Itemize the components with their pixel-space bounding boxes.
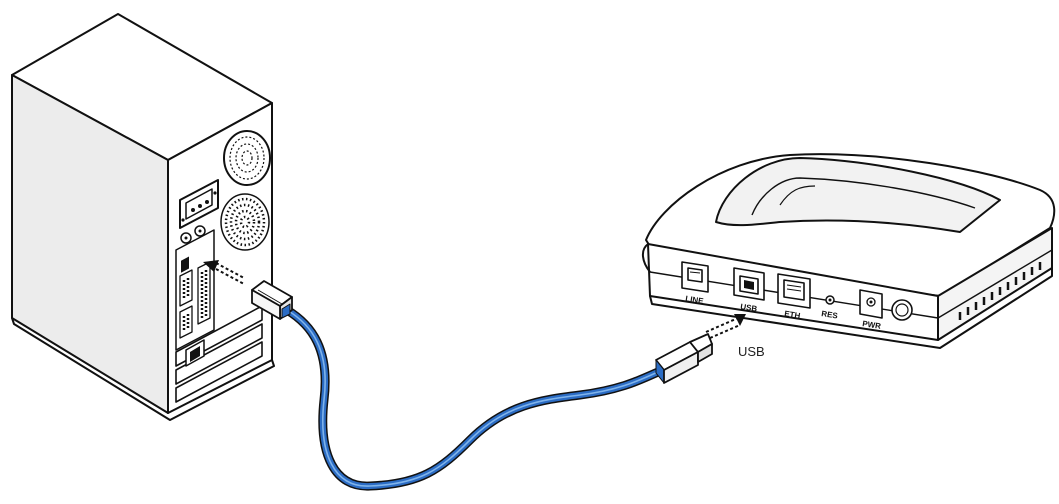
fan-grill-top (223, 130, 271, 186)
modem-device (642, 153, 1056, 349)
modem-line-port (681, 261, 709, 293)
port-label-reset: RES (821, 309, 839, 321)
usb-b-plug (655, 333, 713, 384)
port-label-power: PWR (862, 319, 882, 331)
usb-cable (282, 305, 663, 491)
modem-usb-port (733, 267, 765, 301)
modem-eth-port (777, 273, 811, 309)
pc-insert-arrow (203, 260, 245, 285)
usb-cable-wire (282, 305, 663, 491)
power-socket (179, 179, 219, 229)
fan-grill-bottom (220, 193, 270, 251)
pc-ethernet-port (185, 339, 205, 367)
vga-port (179, 305, 193, 339)
usb-cable-highlight (286, 309, 659, 487)
usb-a-plug (251, 280, 293, 320)
port-label-line: LINE (685, 294, 705, 306)
audio-jacks (180, 225, 206, 244)
port-label-eth: ETH (784, 309, 801, 320)
modem-power-button (891, 299, 913, 321)
port-label-usb: USB (740, 302, 758, 314)
serial-port (179, 269, 193, 307)
modem-port-labels: LINE USB ETH RES PWR (685, 294, 882, 331)
modem-top-hump (715, 157, 1001, 233)
usb-callout-label: USB (738, 344, 765, 359)
parallel-port (197, 261, 211, 325)
modem-power-jack (859, 289, 883, 319)
modem-vents (958, 262, 1042, 320)
pc-tower (11, 13, 275, 421)
usb-cable-fill (284, 307, 661, 490)
